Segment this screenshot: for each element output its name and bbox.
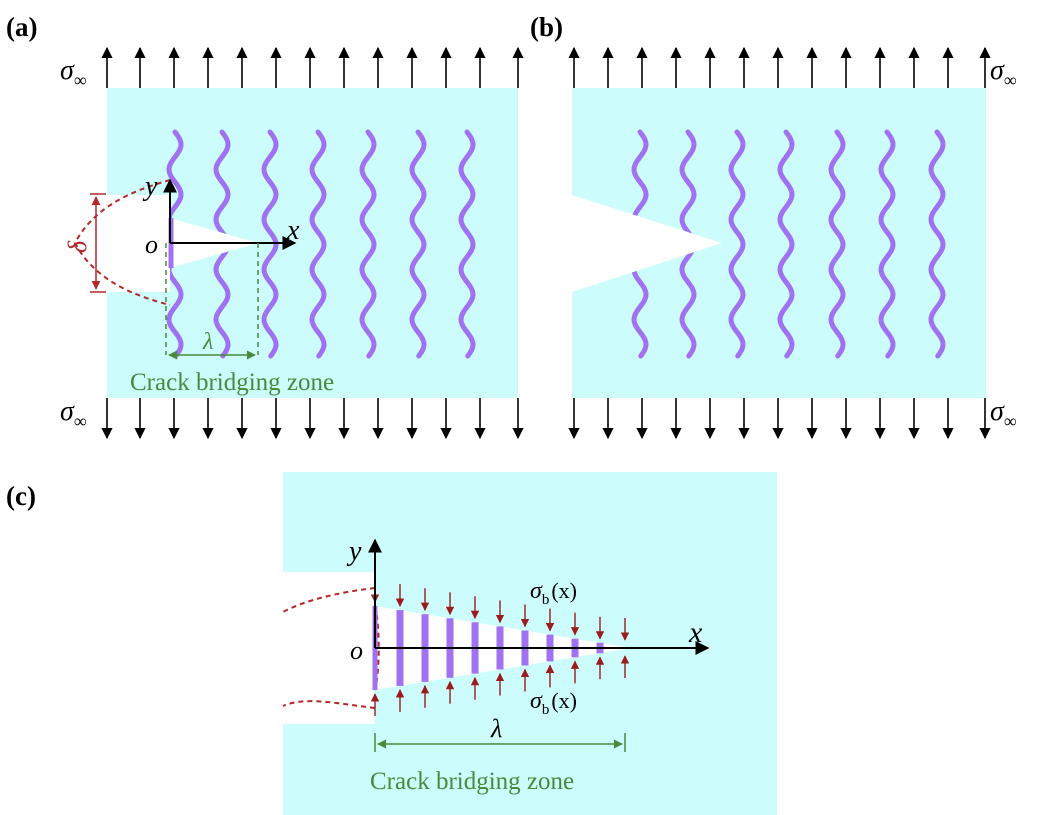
panel-b-broken-fiber-gap-2 xyxy=(683,236,691,250)
panel-c-sigma-b-bottom: σb(x) xyxy=(530,688,577,718)
panel-a-x-label: x xyxy=(286,215,300,246)
panel-a-y-label: y xyxy=(142,171,158,202)
fiber-b-5 xyxy=(828,129,846,359)
fiber-b-6 xyxy=(878,129,896,359)
panel-b-sigma-top: σ∞ xyxy=(990,55,1017,90)
panel-b-crack xyxy=(572,195,722,292)
fiber-a-6 xyxy=(409,129,427,359)
panel-a-lambda-label: λ xyxy=(202,329,213,355)
panel-a-top-stress-arrows xyxy=(101,46,524,88)
panel-a-label: (a) xyxy=(6,12,37,42)
panel-b-fibers xyxy=(631,129,946,359)
panel-c-label: (c) xyxy=(6,481,36,511)
panel-c-zone-label: Crack bridging zone xyxy=(370,768,574,795)
panel-a-opening-profile xyxy=(73,179,171,306)
panel-a-delta-label: δ xyxy=(63,240,92,253)
panel-c-opening-profile xyxy=(282,587,376,709)
panel-a-sigma-top: σ∞ xyxy=(60,55,87,90)
panel-c-sigma-b-top: σb(x) xyxy=(530,578,577,608)
panel-a-zone-label: Crack bridging zone xyxy=(130,369,334,396)
panel-b-top-stress-arrows xyxy=(568,46,991,88)
fiber-b-7 xyxy=(928,129,946,359)
panel-b-broken-fiber-gap-1 xyxy=(632,236,640,250)
panel-a-origin-label: o xyxy=(145,230,158,259)
panel-a: (a) δ x y o λ Crack bridging zone σ∞ σ∞ xyxy=(6,12,524,440)
panel-a-bottom-stress-arrows xyxy=(101,398,524,440)
panel-c-y-label: y xyxy=(346,536,362,567)
fiber-a-5 xyxy=(359,129,377,359)
fiber-a-7 xyxy=(458,129,476,359)
panel-c: (c) x y o σb(x) σb(x) λ Crack bridging z… xyxy=(6,472,777,815)
panel-b: (b) σ∞ σ∞ xyxy=(530,12,1017,440)
fiber-b-4 xyxy=(777,129,795,359)
panel-b-bottom-stress-arrows xyxy=(568,398,991,440)
panel-a-sigma-bottom: σ∞ xyxy=(60,396,87,431)
panel-c-x-label: x xyxy=(688,616,703,649)
panel-c-lambda-label: λ xyxy=(490,714,502,743)
fiber-a-4 xyxy=(309,129,327,359)
panel-c-bridging-forces xyxy=(370,580,630,716)
panel-b-sigma-bottom: σ∞ xyxy=(990,396,1017,431)
panel-c-origin-label: o xyxy=(350,636,363,665)
fiber-b-3 xyxy=(728,129,746,359)
panel-b-label: (b) xyxy=(530,12,563,42)
